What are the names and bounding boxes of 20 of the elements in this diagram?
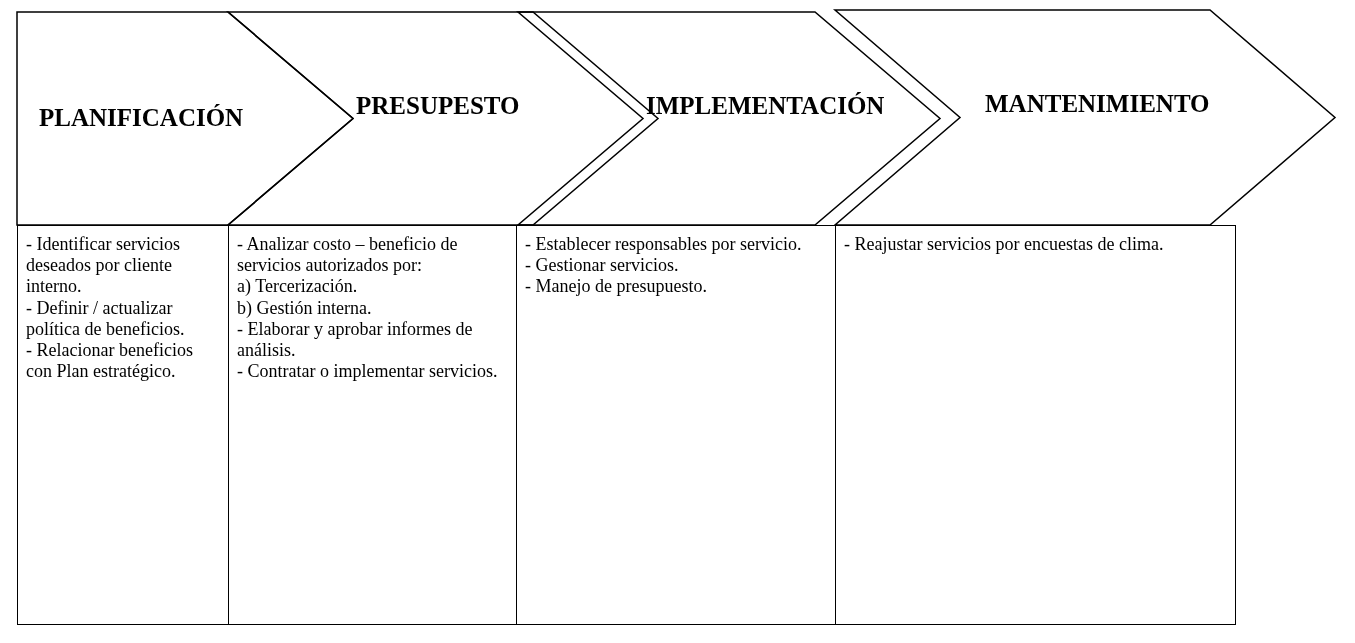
task-item: - Contratar o implementar servicios. (237, 361, 499, 383)
task-item: - Elaborar y aprobar informes de análisis. (237, 318, 474, 362)
task-item: - Relacionar beneficios con Plan estratégico. (26, 340, 194, 383)
task-item: - Analizar costo – beneficio de servicios autorizados por: (237, 234, 459, 277)
step-title: MANTENIMIENTO (985, 90, 1210, 118)
text-panel (516, 225, 836, 625)
task-item: - Definir / actualizar política de beneficios. (26, 297, 186, 341)
task-item: - Identificar servicios deseados por cliente interno. (26, 234, 181, 298)
text-panel (228, 225, 517, 625)
task-item: - Manejo de presupuesto. (525, 276, 708, 298)
task-item: - Establecer responsables por servicio. (525, 234, 803, 256)
text-panel (835, 225, 1236, 625)
task-item: - Reajustar servicios por encuestas de clima. (844, 234, 1165, 256)
step-title: PLANIFICACIÓN (39, 104, 244, 132)
step-title: PRESUPESTO (356, 92, 520, 120)
step-title: IMPLEMENTACIÓN (646, 92, 885, 120)
task-item: a) Tercerización. (237, 276, 359, 298)
task-item: - Gestionar servicios. (525, 255, 680, 277)
task-item: b) Gestión interna. (237, 297, 373, 319)
text-panel (17, 225, 229, 625)
